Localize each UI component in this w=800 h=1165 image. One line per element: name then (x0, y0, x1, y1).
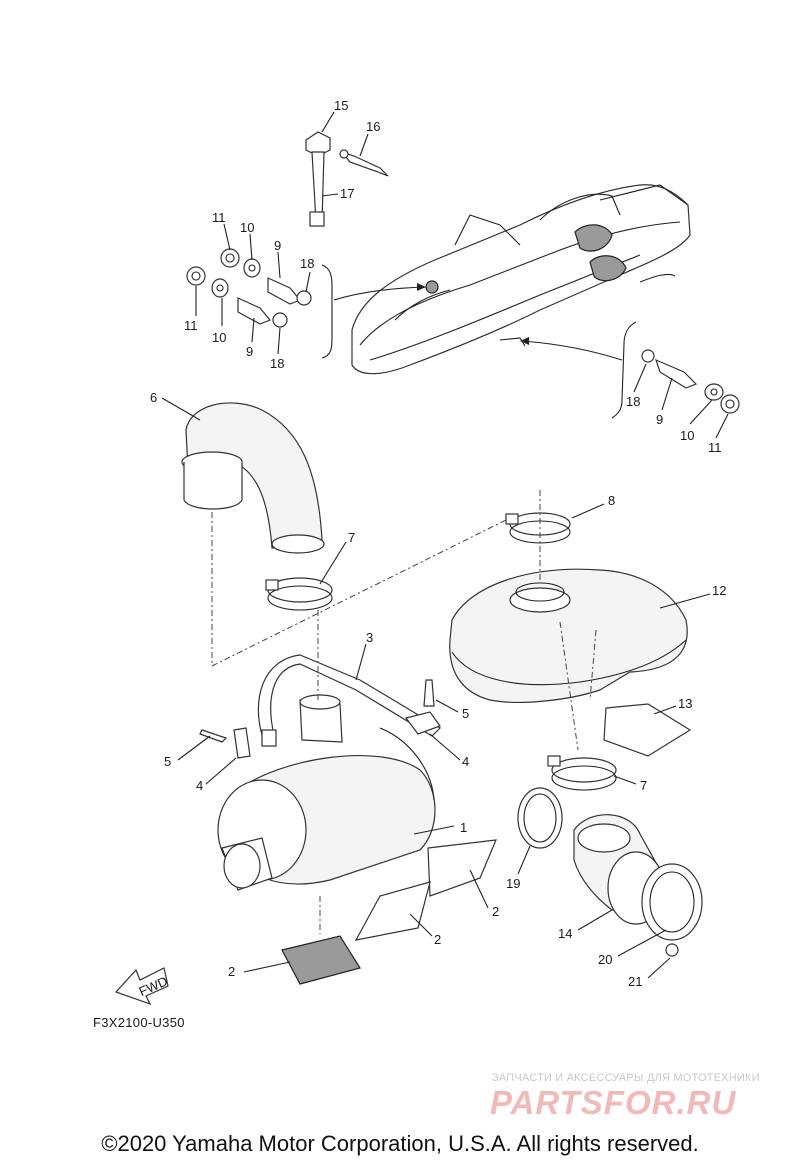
callout-12: 12 (712, 583, 726, 598)
callout-10: 10 (212, 330, 226, 345)
callout-2: 2 (434, 932, 441, 947)
callout-9: 9 (246, 344, 253, 359)
intake-hose (181, 402, 325, 554)
callout-11: 11 (184, 318, 198, 333)
callout-4: 4 (462, 754, 469, 769)
connector-arrow-right (521, 340, 623, 361)
callout-21: 21 (628, 974, 642, 989)
bracket-right (611, 321, 637, 419)
callout-1: 1 (460, 820, 467, 835)
callout-numbers: 15 16 17 11 10 9 18 11 10 9 18 18 9 10 1… (150, 98, 726, 989)
callout-18: 18 (626, 394, 640, 409)
fwd-arrow-icon: FWD (114, 967, 170, 1006)
heat-pad-a (427, 839, 497, 897)
watermark-tagline: ЗАПЧАСТИ И АКСЕССУАРЫ ДЛЯ МОТОТЕХНИКИ (492, 1072, 760, 1084)
nut (665, 943, 679, 957)
watercraft-illustration (351, 184, 691, 375)
callout-3: 3 (366, 630, 373, 645)
callout-9: 9 (274, 238, 281, 253)
fwd-label: FWD (137, 973, 170, 999)
callout-7: 7 (348, 530, 355, 545)
heat-pad-c (281, 935, 361, 985)
exhaust-elbow (573, 814, 665, 925)
pad (603, 703, 692, 757)
assembly-lines (211, 490, 597, 934)
muffler-body (217, 694, 436, 891)
bracket-right-mount (404, 679, 441, 735)
callout-17: 17 (340, 186, 354, 201)
belt-strap (257, 654, 441, 747)
watermark-logo: PARTSFOR.RU (490, 1084, 737, 1121)
callout-5: 5 (462, 706, 469, 721)
hose-clamp-upper (265, 577, 333, 611)
callout-4: 4 (196, 778, 203, 793)
bracket-left-mount (199, 727, 251, 759)
heat-pad-b (354, 881, 431, 941)
retainer-ring (517, 787, 563, 849)
callout-18: 18 (270, 356, 284, 371)
callout-5: 5 (164, 754, 171, 769)
callout-20: 20 (598, 952, 612, 967)
bracket-left (321, 264, 333, 359)
callout-19: 19 (506, 876, 520, 891)
callout-10: 10 (240, 220, 254, 235)
leader-lines (161, 111, 729, 979)
callout-11: 11 (708, 440, 722, 455)
connector-arrow-left (333, 286, 427, 301)
callout-6: 6 (150, 390, 157, 405)
cable-tie-group (305, 131, 389, 227)
hose-clamp-lower (547, 755, 617, 791)
callout-14: 14 (558, 926, 572, 941)
callout-2: 2 (228, 964, 235, 979)
callout-10: 10 (680, 428, 694, 443)
callout-2: 2 (492, 904, 499, 919)
grid-plate (641, 863, 703, 941)
resonator-box (449, 568, 688, 703)
callout-18: 18 (300, 256, 314, 271)
callout-9: 9 (656, 412, 663, 427)
diagram-code: F3X2100-U350 (93, 1015, 185, 1030)
hose-clamp-top-right (505, 512, 571, 544)
callout-7: 7 (640, 778, 647, 793)
callout-13: 13 (678, 696, 692, 711)
copyright-notice: ©2020 Yamaha Motor Corporation, U.S.A. A… (101, 1131, 699, 1156)
drain-fittings-left (186, 248, 312, 328)
callout-16: 16 (366, 119, 380, 134)
drain-fittings-right (641, 349, 740, 414)
callout-8: 8 (608, 493, 615, 508)
callout-15: 15 (334, 98, 348, 113)
callout-11: 11 (212, 210, 226, 225)
